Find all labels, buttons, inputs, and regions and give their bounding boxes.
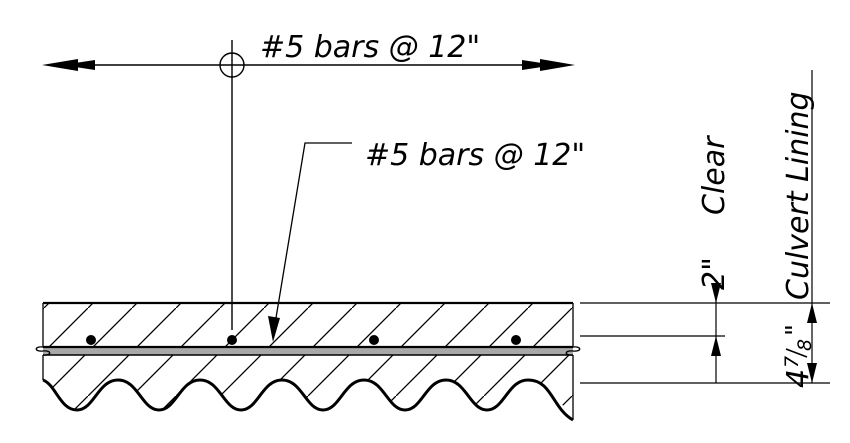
thickness-whole: 4 <box>781 369 816 388</box>
rebar-dot <box>86 335 96 345</box>
thickness-inch-mark: " <box>781 324 811 336</box>
right-arrowhead-inner <box>522 60 555 70</box>
upper-slab-section <box>42 301 574 347</box>
left-break-line <box>35 346 51 356</box>
extension-lines <box>580 302 830 384</box>
rebar-dot <box>227 335 237 345</box>
clear-label: Clear <box>697 135 732 215</box>
right-arrowhead <box>540 59 575 71</box>
left-arrowhead-inner <box>62 60 95 70</box>
lining-thickness-dimension <box>807 70 817 383</box>
thickness-denominator: 8 <box>794 339 816 351</box>
right-break-line <box>565 346 581 356</box>
fraction-bar <box>785 348 808 358</box>
thickness-numerator: 7 <box>781 356 803 368</box>
left-arrowhead <box>42 59 78 71</box>
lining-band <box>35 345 581 356</box>
rebar-dot <box>511 335 521 345</box>
clear-cover-value: 2" <box>697 257 732 290</box>
corrugated-profile <box>42 378 574 422</box>
rebar-dot <box>369 335 379 345</box>
top-bar-label: #5 bars @ 12" <box>260 30 480 65</box>
lower-corrugated-section <box>42 355 574 422</box>
clear-cover-dimension <box>711 283 721 383</box>
lining-thickness-label: 4 7 8 " <box>781 324 816 388</box>
culvert-lining-label: Culvert Lining <box>781 91 816 300</box>
top-bar-dimension <box>42 40 575 330</box>
middle-bar-label: #5 bars @ 12" <box>365 138 585 173</box>
